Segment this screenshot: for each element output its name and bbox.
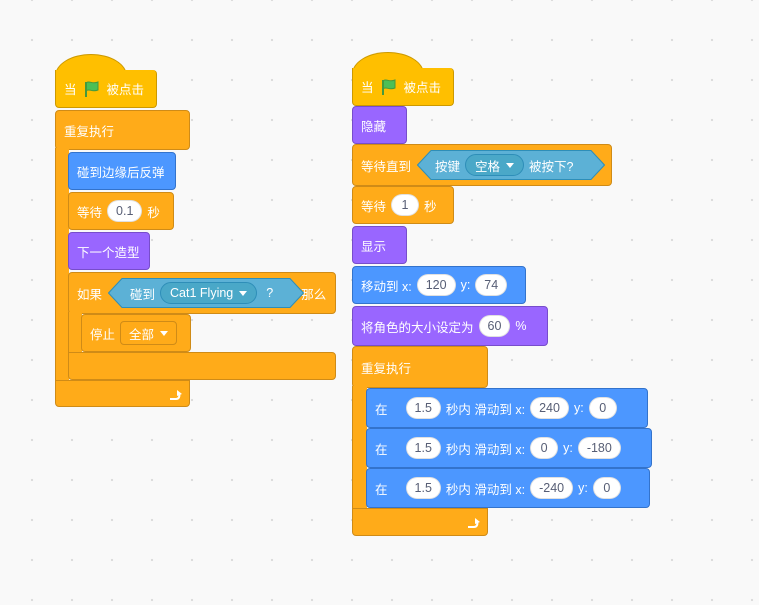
touching-label: 碰到	[130, 287, 156, 302]
when-label: 当	[361, 81, 374, 95]
size-input[interactable]: 60	[478, 315, 511, 337]
glide-block-2[interactable]: 在 1.5 秒内 滑动到 x: 0 y: -180	[366, 428, 652, 468]
stop-option-dropdown[interactable]: 全部	[120, 321, 178, 345]
when-flag-clicked-block[interactable]: 当 被点击	[55, 70, 157, 108]
green-flag-icon	[83, 80, 101, 98]
if-label: 如果	[77, 287, 103, 302]
glide-in-label: 在	[375, 482, 388, 497]
set-size-label: 将角色的大小设定为	[361, 320, 474, 335]
glide-y-input[interactable]: -180	[577, 437, 621, 459]
then-label: 那么	[301, 287, 327, 302]
set-size-block[interactable]: 将角色的大小设定为 60 %	[352, 306, 548, 346]
next-costume-label: 下一个造型	[77, 245, 140, 260]
pressed-label: 被按下?	[529, 159, 574, 174]
forever-block-bottom	[352, 508, 488, 536]
stop-block[interactable]: 停止 全部	[81, 314, 191, 352]
glide-y-label: y:	[578, 481, 588, 495]
forever-block[interactable]: 重复执行	[55, 110, 190, 150]
percent-unit: %	[515, 319, 527, 333]
key-pressed-sensing-block[interactable]: 按键 空格 被按下?	[417, 150, 606, 180]
seconds-unit: 秒	[424, 199, 437, 214]
go-to-xy-block[interactable]: 移动到 x: 120 y: 74	[352, 266, 526, 304]
key-label: 按键	[435, 159, 461, 174]
forever-label: 重复执行	[361, 361, 412, 376]
glide-y-input[interactable]: 0	[588, 397, 617, 419]
loop-arrow-icon	[465, 514, 481, 535]
glide-x-input[interactable]: -240	[530, 477, 574, 499]
forever-block[interactable]: 重复执行	[352, 346, 488, 388]
bounce-on-edge-block[interactable]: 碰到边缘后反弹	[68, 152, 176, 190]
forever-label: 重复执行	[64, 124, 115, 139]
if-arm	[68, 312, 82, 354]
next-costume-block[interactable]: 下一个造型	[68, 232, 150, 270]
glide-seconds-input[interactable]: 1.5	[405, 437, 441, 459]
wait-seconds-input[interactable]: 1	[391, 194, 420, 216]
if-then-block[interactable]: 如果 碰到 Cat1 Flying ? 那么	[68, 272, 336, 314]
glide-x-input[interactable]: 0	[530, 437, 559, 459]
glide-in-label: 在	[375, 442, 388, 457]
clicked-label: 被点击	[106, 83, 145, 97]
wait-label: 等待	[77, 205, 103, 220]
key-value: 空格	[475, 159, 501, 174]
when-flag-clicked-block[interactable]: 当 被点击	[352, 68, 454, 106]
glide-seconds-input[interactable]: 1.5	[405, 397, 441, 419]
hide-block[interactable]: 隐藏	[352, 106, 407, 144]
stop-label: 停止	[90, 327, 116, 342]
if-block-bottom	[68, 352, 336, 380]
glide-to-label: 秒内 滑动到 x:	[445, 402, 526, 417]
clicked-label: 被点击	[403, 81, 442, 95]
glide-x-input[interactable]: 240	[530, 397, 569, 419]
forever-block-bottom	[55, 380, 190, 407]
wait-until-block[interactable]: 等待直到 按键 空格 被按下?	[352, 144, 612, 186]
loop-arrow-icon	[167, 386, 183, 407]
key-dropdown[interactable]: 空格	[465, 154, 525, 176]
show-block[interactable]: 显示	[352, 226, 407, 264]
wait-block[interactable]: 等待 0.1 秒	[68, 192, 174, 230]
glide-block-3[interactable]: 在 1.5 秒内 滑动到 x: -240 y: 0	[366, 468, 650, 508]
glide-block-1[interactable]: 在 1.5 秒内 滑动到 x: 240 y: 0	[366, 388, 648, 428]
bounce-label: 碰到边缘后反弹	[77, 165, 165, 180]
forever-arm	[352, 386, 367, 512]
dropdown-arrow-icon	[506, 162, 515, 168]
glide-y-label: y:	[563, 441, 573, 455]
wait-block[interactable]: 等待 1 秒	[352, 186, 454, 224]
wait-until-label: 等待直到	[361, 159, 412, 174]
wait-seconds-input[interactable]: 0.1	[107, 200, 143, 222]
go-to-y-label: y:	[460, 278, 471, 292]
glide-y-label: y:	[573, 401, 584, 415]
go-to-x-input[interactable]: 120	[416, 274, 456, 296]
stop-option-value: 全部	[129, 327, 155, 342]
glide-to-label: 秒内 滑动到 x:	[445, 482, 526, 497]
go-to-label: 移动到 x:	[361, 279, 412, 294]
go-to-y-input[interactable]: 74	[475, 274, 508, 296]
when-label: 当	[64, 83, 77, 97]
glide-in-label: 在	[375, 402, 388, 417]
show-label: 显示	[361, 239, 387, 254]
touching-sensing-block[interactable]: 碰到 Cat1 Flying ?	[108, 278, 305, 308]
dropdown-arrow-icon	[239, 290, 248, 296]
seconds-unit: 秒	[147, 205, 160, 220]
hide-label: 隐藏	[361, 119, 387, 134]
dropdown-arrow-icon	[160, 330, 169, 336]
green-flag-icon	[380, 78, 398, 96]
touching-target-value: Cat1 Flying	[170, 286, 234, 300]
touching-target-dropdown[interactable]: Cat1 Flying	[160, 282, 258, 304]
touching-question-mark: ?	[266, 286, 274, 300]
wait-label: 等待	[361, 199, 387, 214]
glide-to-label: 秒内 滑动到 x:	[445, 442, 526, 457]
glide-seconds-input[interactable]: 1.5	[405, 477, 441, 499]
glide-y-input[interactable]: 0	[592, 477, 621, 499]
forever-arm	[55, 148, 69, 382]
